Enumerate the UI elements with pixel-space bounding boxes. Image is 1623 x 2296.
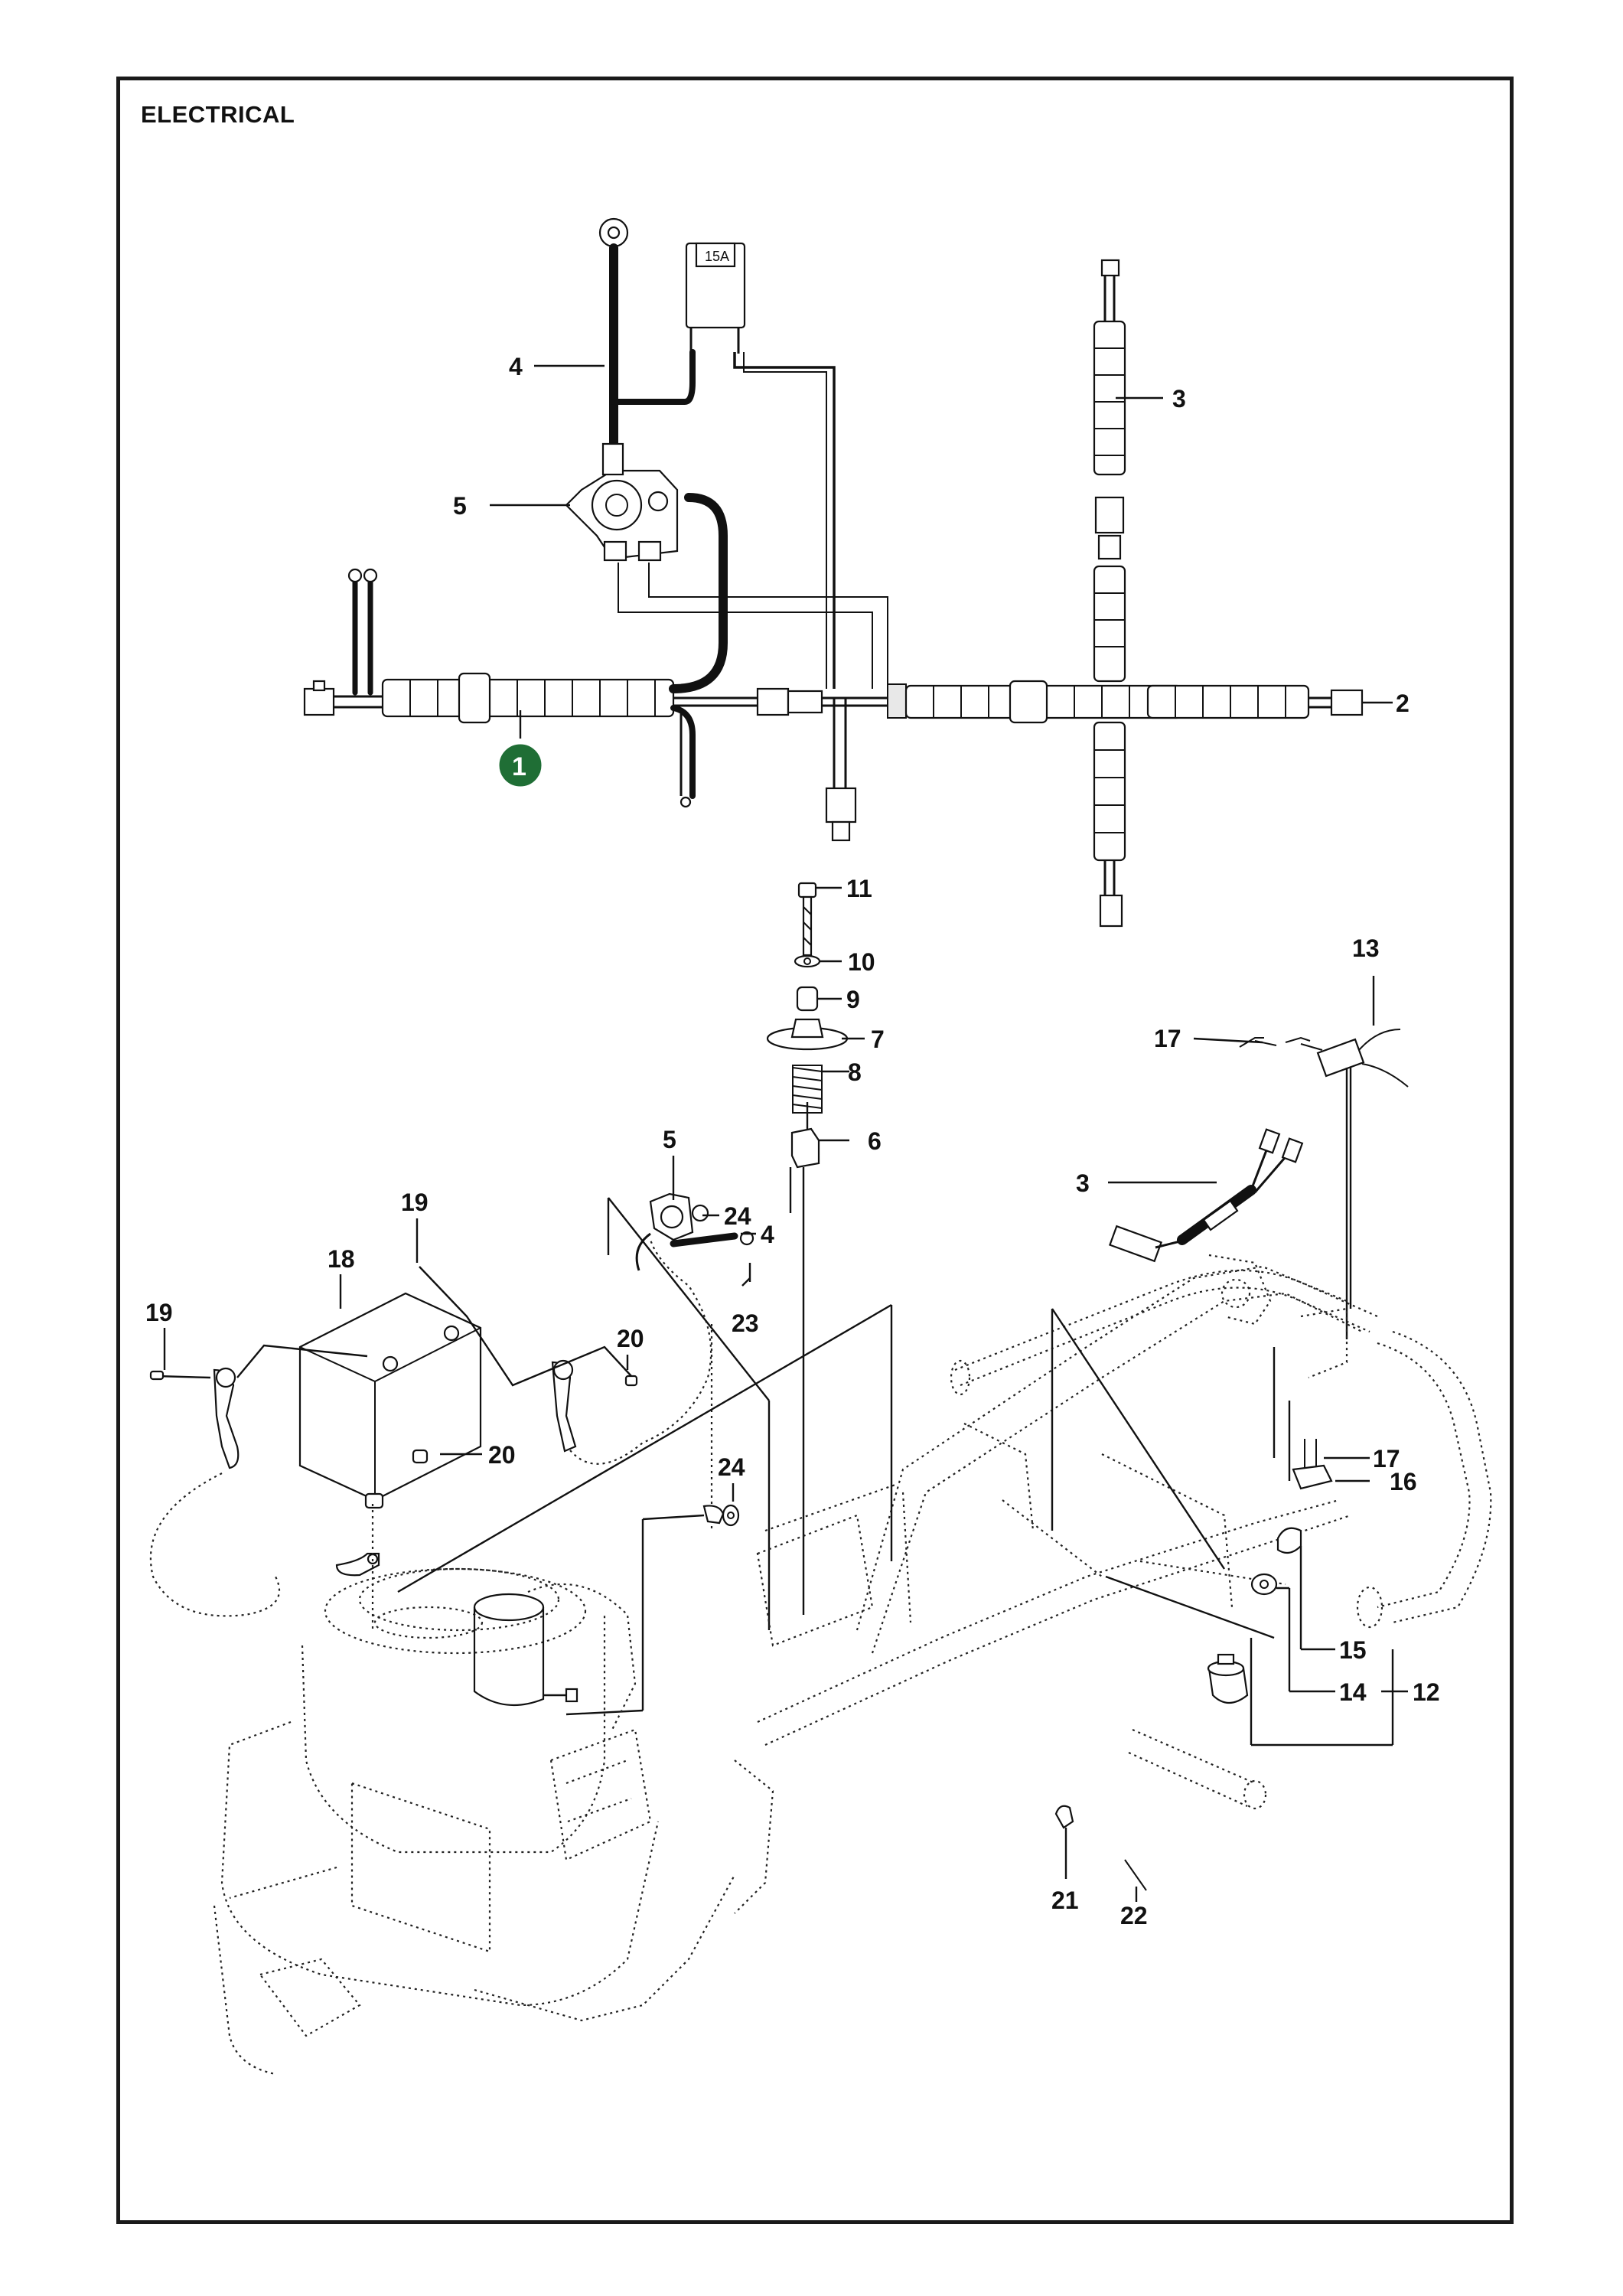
diagram-frame xyxy=(116,77,1514,2224)
label-6: 6 xyxy=(868,1127,882,1155)
highlighted-callout-badge xyxy=(497,742,544,789)
label-14: 14 xyxy=(1339,1678,1367,1706)
label-17-upper: 17 xyxy=(1154,1025,1181,1052)
tractor-frame xyxy=(397,1254,1492,1810)
main-wiring-harness xyxy=(303,259,1364,928)
label-23: 23 xyxy=(732,1309,759,1337)
engine xyxy=(213,1567,774,2076)
label-7: 7 xyxy=(871,1026,885,1053)
label-22: 22 xyxy=(1120,1902,1148,1929)
label-13: 13 xyxy=(1352,934,1380,962)
label-19-left: 19 xyxy=(145,1299,173,1326)
clip-and-pin xyxy=(1054,1805,1147,1898)
seat-switch-assembly xyxy=(766,882,849,1615)
label-21: 21 xyxy=(1051,1887,1079,1914)
label-8: 8 xyxy=(848,1058,862,1086)
harness-loom-right xyxy=(887,680,1364,724)
nut-24-lower xyxy=(565,1504,740,1716)
ignition-switch-parts xyxy=(1105,1347,1393,1746)
harness-3-lower xyxy=(1109,1128,1304,1263)
harness-loom-left xyxy=(381,672,675,724)
label-5-lower: 5 xyxy=(663,1126,676,1153)
battery-leads xyxy=(149,1239,713,1630)
label-19-top: 19 xyxy=(401,1189,429,1216)
label-9: 9 xyxy=(846,986,860,1013)
starter-solenoid-upper xyxy=(565,442,679,562)
label-3-lower: 3 xyxy=(1076,1169,1090,1197)
label-12: 12 xyxy=(1413,1678,1440,1706)
battery xyxy=(298,1292,482,1502)
label-4-cable: 4 xyxy=(509,353,523,380)
label-18: 18 xyxy=(328,1245,355,1273)
label-4-lower: 4 xyxy=(761,1221,774,1248)
brake-switch-assembly xyxy=(1239,1029,1409,1339)
diagram-title: ELECTRICAL xyxy=(141,101,295,128)
fuse-holder: 15A xyxy=(685,242,746,354)
leader-lines xyxy=(163,364,1408,1902)
part-labels: 1 2 3 4 5 11 10 9 7 8 6 13 17 3 5 24 4 2… xyxy=(145,353,1440,1929)
label-24-upper: 24 xyxy=(724,1202,751,1230)
label-3-harness: 3 xyxy=(1172,385,1186,413)
label-2: 2 xyxy=(1396,690,1410,717)
label-11: 11 xyxy=(846,875,872,902)
battery-cable xyxy=(598,217,696,448)
label-5-solenoid: 5 xyxy=(453,492,467,520)
label-20-lower: 20 xyxy=(488,1441,516,1469)
starter-solenoid-lower xyxy=(607,1192,771,1630)
label-20-upper: 20 xyxy=(617,1325,644,1352)
fuse-rating: 15A xyxy=(705,249,729,264)
harness-branch-3 xyxy=(1093,259,1126,928)
label-10: 10 xyxy=(848,948,875,976)
label-17-lower: 17 xyxy=(1373,1445,1400,1473)
label-15: 15 xyxy=(1339,1636,1367,1664)
label-24-lower: 24 xyxy=(718,1453,745,1481)
label-1: 1 xyxy=(512,752,526,781)
label-16: 16 xyxy=(1390,1468,1417,1495)
